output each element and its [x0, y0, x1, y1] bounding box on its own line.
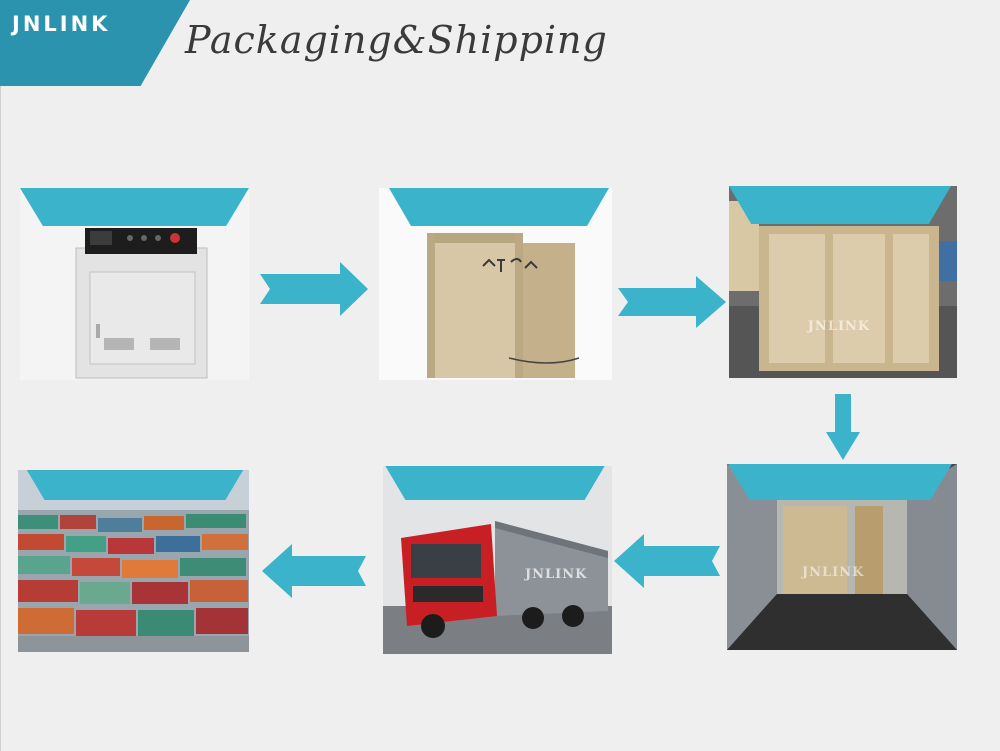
step-card-container-loading: JNLINK: [727, 464, 957, 650]
flow-arrow-left: [262, 544, 366, 598]
flow-arrow-left: [614, 534, 720, 588]
step-card-port: [18, 470, 249, 652]
step-ribbon: [383, 466, 607, 500]
flow-arrow-down: [826, 394, 860, 460]
flow-arrow-right: [260, 262, 368, 316]
step-ribbon: [389, 188, 609, 226]
step-ribbon: [727, 464, 953, 500]
step-card-machine: [20, 188, 249, 380]
watermark: JNLINK: [801, 565, 864, 580]
step-ribbon: [729, 186, 951, 224]
page-title: Packaging&Shipping: [185, 18, 608, 62]
brand-logo: JNLINK: [12, 12, 111, 36]
watermark: JNLINK: [524, 567, 587, 582]
step-card-truck: JNLINK: [383, 466, 612, 654]
step-card-open-crate: [379, 188, 612, 380]
step-ribbon: [22, 470, 248, 500]
port-image: [18, 470, 249, 652]
step-ribbon: [20, 188, 249, 226]
flow-arrow-right: [618, 276, 726, 328]
watermark: JNLINK: [807, 319, 870, 334]
divider: [0, 86, 1, 751]
step-card-closed-crate: JNLINK: [729, 186, 957, 378]
